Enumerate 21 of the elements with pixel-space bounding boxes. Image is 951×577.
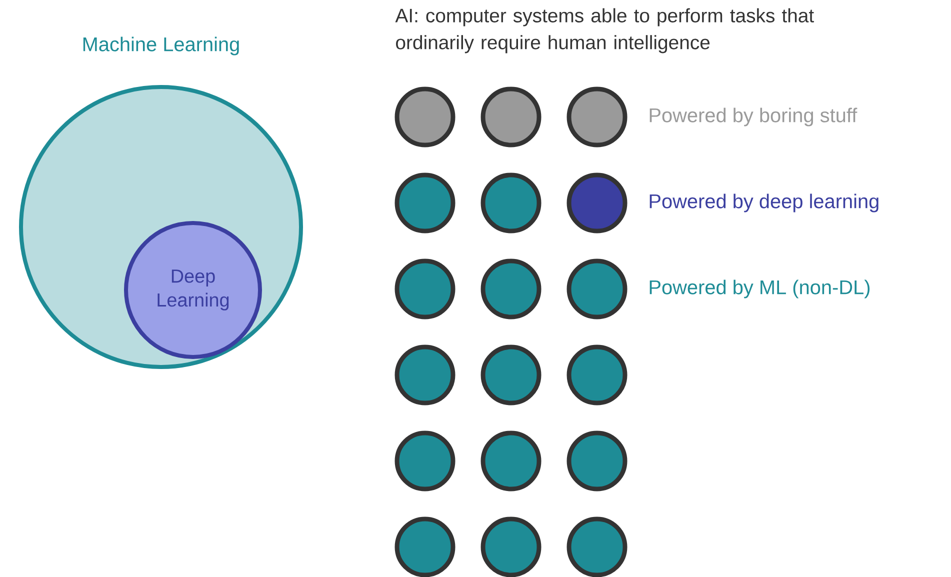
dot	[566, 172, 628, 234]
dot	[394, 86, 456, 148]
node-label: Machine Learning	[83, 36, 239, 56]
dot	[394, 172, 456, 234]
dot	[480, 344, 542, 406]
legend-label: Powered by deep learning	[650, 194, 878, 212]
dot	[480, 86, 542, 148]
dot	[394, 258, 456, 320]
dot	[566, 430, 628, 492]
dot	[566, 258, 628, 320]
title: AI: computer systems able to perform tasks that ordinarily require human intelligence	[395, 8, 814, 54]
dot	[566, 86, 628, 148]
dot	[480, 258, 542, 320]
dot	[394, 344, 456, 406]
legend-label: Powered by boring stuff	[650, 108, 858, 126]
dot	[394, 430, 456, 492]
dot	[566, 344, 628, 406]
legend-label: Powered by ML (non-DL)	[650, 280, 870, 298]
circle-region: Deep Learning	[124, 221, 262, 359]
dot	[480, 172, 542, 234]
dot	[480, 430, 542, 492]
